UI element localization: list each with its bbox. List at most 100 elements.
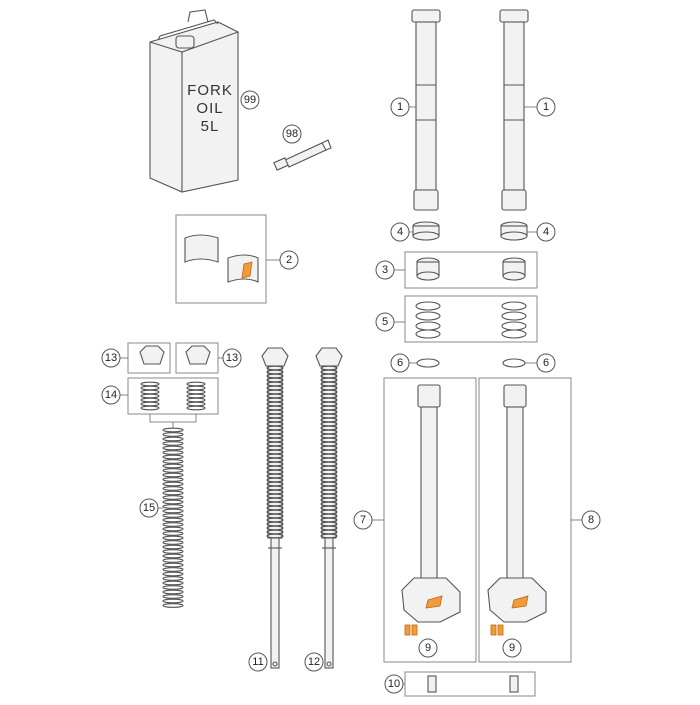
fork-spring-coil bbox=[162, 562, 184, 568]
o-ring-right bbox=[502, 358, 526, 368]
callout-98[interactable]: 98 bbox=[282, 124, 302, 144]
callout-99[interactable]: 99 bbox=[240, 90, 260, 110]
callout-10[interactable]: 10 bbox=[384, 674, 404, 694]
callout-4-right[interactable]: 4 bbox=[536, 222, 556, 242]
preload-spring-coil bbox=[186, 385, 206, 391]
fork-spring-coil bbox=[162, 499, 184, 505]
can-label-line-1: FORK bbox=[187, 82, 233, 99]
callout-11[interactable]: 11 bbox=[248, 652, 268, 672]
callout-2[interactable]: 2 bbox=[279, 250, 299, 270]
protector-ring-right bbox=[500, 221, 528, 241]
fork-spring-coil bbox=[162, 567, 184, 572]
fork-spring-coil bbox=[162, 540, 184, 545]
fork-spring-coil bbox=[162, 576, 184, 581]
preload-spring-coil bbox=[140, 397, 160, 403]
svg-text:5: 5 bbox=[382, 316, 388, 328]
preload-spring-coil bbox=[186, 397, 206, 403]
svg-text:6: 6 bbox=[397, 357, 403, 369]
callout-3[interactable]: 3 bbox=[375, 260, 395, 280]
fork-spring-coil bbox=[162, 477, 184, 482]
preload-spring-coil bbox=[140, 385, 160, 391]
fork-spring-coil bbox=[162, 427, 184, 433]
preload-spring-coil bbox=[186, 393, 206, 399]
upper-fork-tube-left bbox=[411, 9, 441, 211]
callout-1-left[interactable]: 1 bbox=[390, 97, 410, 117]
fork-spring-coil bbox=[162, 508, 184, 514]
fork-spring-coil bbox=[162, 544, 184, 550]
fork-spring-coil bbox=[162, 441, 184, 446]
svg-text:98: 98 bbox=[286, 128, 298, 140]
preload-spring-coil bbox=[186, 401, 206, 407]
fork-spring-coil bbox=[162, 553, 184, 559]
fork-spring-coil bbox=[162, 513, 184, 518]
svg-text:13: 13 bbox=[226, 352, 238, 364]
fork-cap-pair bbox=[139, 345, 211, 365]
group-box-2 bbox=[175, 214, 267, 304]
fork-spring-coil bbox=[162, 459, 184, 464]
svg-text:1: 1 bbox=[543, 101, 549, 113]
can-label-line-2: OIL bbox=[196, 100, 223, 117]
callout-9-left[interactable]: 9 bbox=[418, 638, 438, 658]
fork-spring-coil bbox=[162, 594, 184, 599]
bleeder-screw-pair bbox=[427, 675, 519, 693]
fork-spring-coil bbox=[162, 531, 184, 536]
svg-text:15: 15 bbox=[143, 502, 155, 514]
callout-13-left[interactable]: 13 bbox=[101, 348, 121, 368]
callout-4-left[interactable]: 4 bbox=[390, 222, 410, 242]
svg-text:13: 13 bbox=[105, 352, 117, 364]
fork-spring-coil bbox=[162, 445, 184, 451]
cartridge-springs bbox=[266, 365, 338, 539]
fork-spring-coil bbox=[162, 454, 184, 460]
callout-9-right[interactable]: 9 bbox=[502, 638, 522, 658]
svg-text:4: 4 bbox=[397, 226, 403, 238]
callout-13-right[interactable]: 13 bbox=[222, 348, 242, 368]
fork-spring-coil bbox=[162, 571, 184, 577]
preload-spring-coil bbox=[140, 389, 160, 395]
preload-spring-coil bbox=[140, 405, 160, 411]
preload-spring-coil bbox=[140, 381, 160, 387]
fork-spring-coil bbox=[162, 468, 184, 473]
fork-spring-coil bbox=[162, 603, 184, 608]
callout-1-right[interactable]: 1 bbox=[536, 97, 556, 117]
svg-text:4: 4 bbox=[543, 226, 549, 238]
svg-text:9: 9 bbox=[425, 642, 431, 654]
svg-text:8: 8 bbox=[588, 514, 594, 526]
fork-spring-coil bbox=[162, 490, 184, 496]
seal-ring-pair bbox=[415, 301, 527, 339]
fork-spring-coil bbox=[162, 549, 184, 554]
group-box-5 bbox=[404, 295, 538, 343]
upper-fork-tube-right bbox=[499, 9, 529, 211]
fork-spring-coil bbox=[162, 522, 184, 527]
svg-text:3: 3 bbox=[382, 264, 388, 276]
cartridge-right[interactable] bbox=[315, 347, 343, 669]
protector-ring-left bbox=[412, 221, 440, 241]
callout-5[interactable]: 5 bbox=[375, 312, 395, 332]
preload-spring-pair bbox=[140, 381, 206, 411]
svg-text:12: 12 bbox=[308, 656, 320, 668]
preload-spring-coil bbox=[186, 381, 206, 387]
svg-text:6: 6 bbox=[543, 357, 549, 369]
svg-text:1: 1 bbox=[397, 101, 403, 113]
fork-spring-coil bbox=[162, 436, 184, 442]
callout-8[interactable]: 8 bbox=[581, 510, 601, 530]
grease-tube bbox=[273, 139, 332, 171]
callout-12[interactable]: 12 bbox=[304, 652, 324, 672]
callout-6-right[interactable]: 6 bbox=[536, 353, 556, 373]
fork-spring-coil bbox=[162, 481, 184, 487]
cartridge-left[interactable] bbox=[261, 347, 289, 669]
fork-oil-can: FORK OIL 5L bbox=[149, 9, 239, 193]
cartridge-spring-coil bbox=[266, 533, 284, 539]
preload-spring-coil bbox=[186, 389, 206, 395]
bushing-pair bbox=[184, 234, 259, 283]
svg-text:11: 11 bbox=[252, 656, 263, 668]
svg-text:9: 9 bbox=[509, 642, 515, 654]
callout-6-left[interactable]: 6 bbox=[390, 353, 410, 373]
callout-15[interactable]: 15 bbox=[139, 498, 159, 518]
callout-7[interactable]: 7 bbox=[353, 510, 373, 530]
fork-spring-coil bbox=[162, 504, 184, 509]
svg-text:10: 10 bbox=[388, 678, 400, 690]
callout-14[interactable]: 14 bbox=[101, 385, 121, 405]
fork-spring-coil bbox=[162, 585, 184, 590]
outer-fork-tube-left bbox=[401, 384, 461, 636]
